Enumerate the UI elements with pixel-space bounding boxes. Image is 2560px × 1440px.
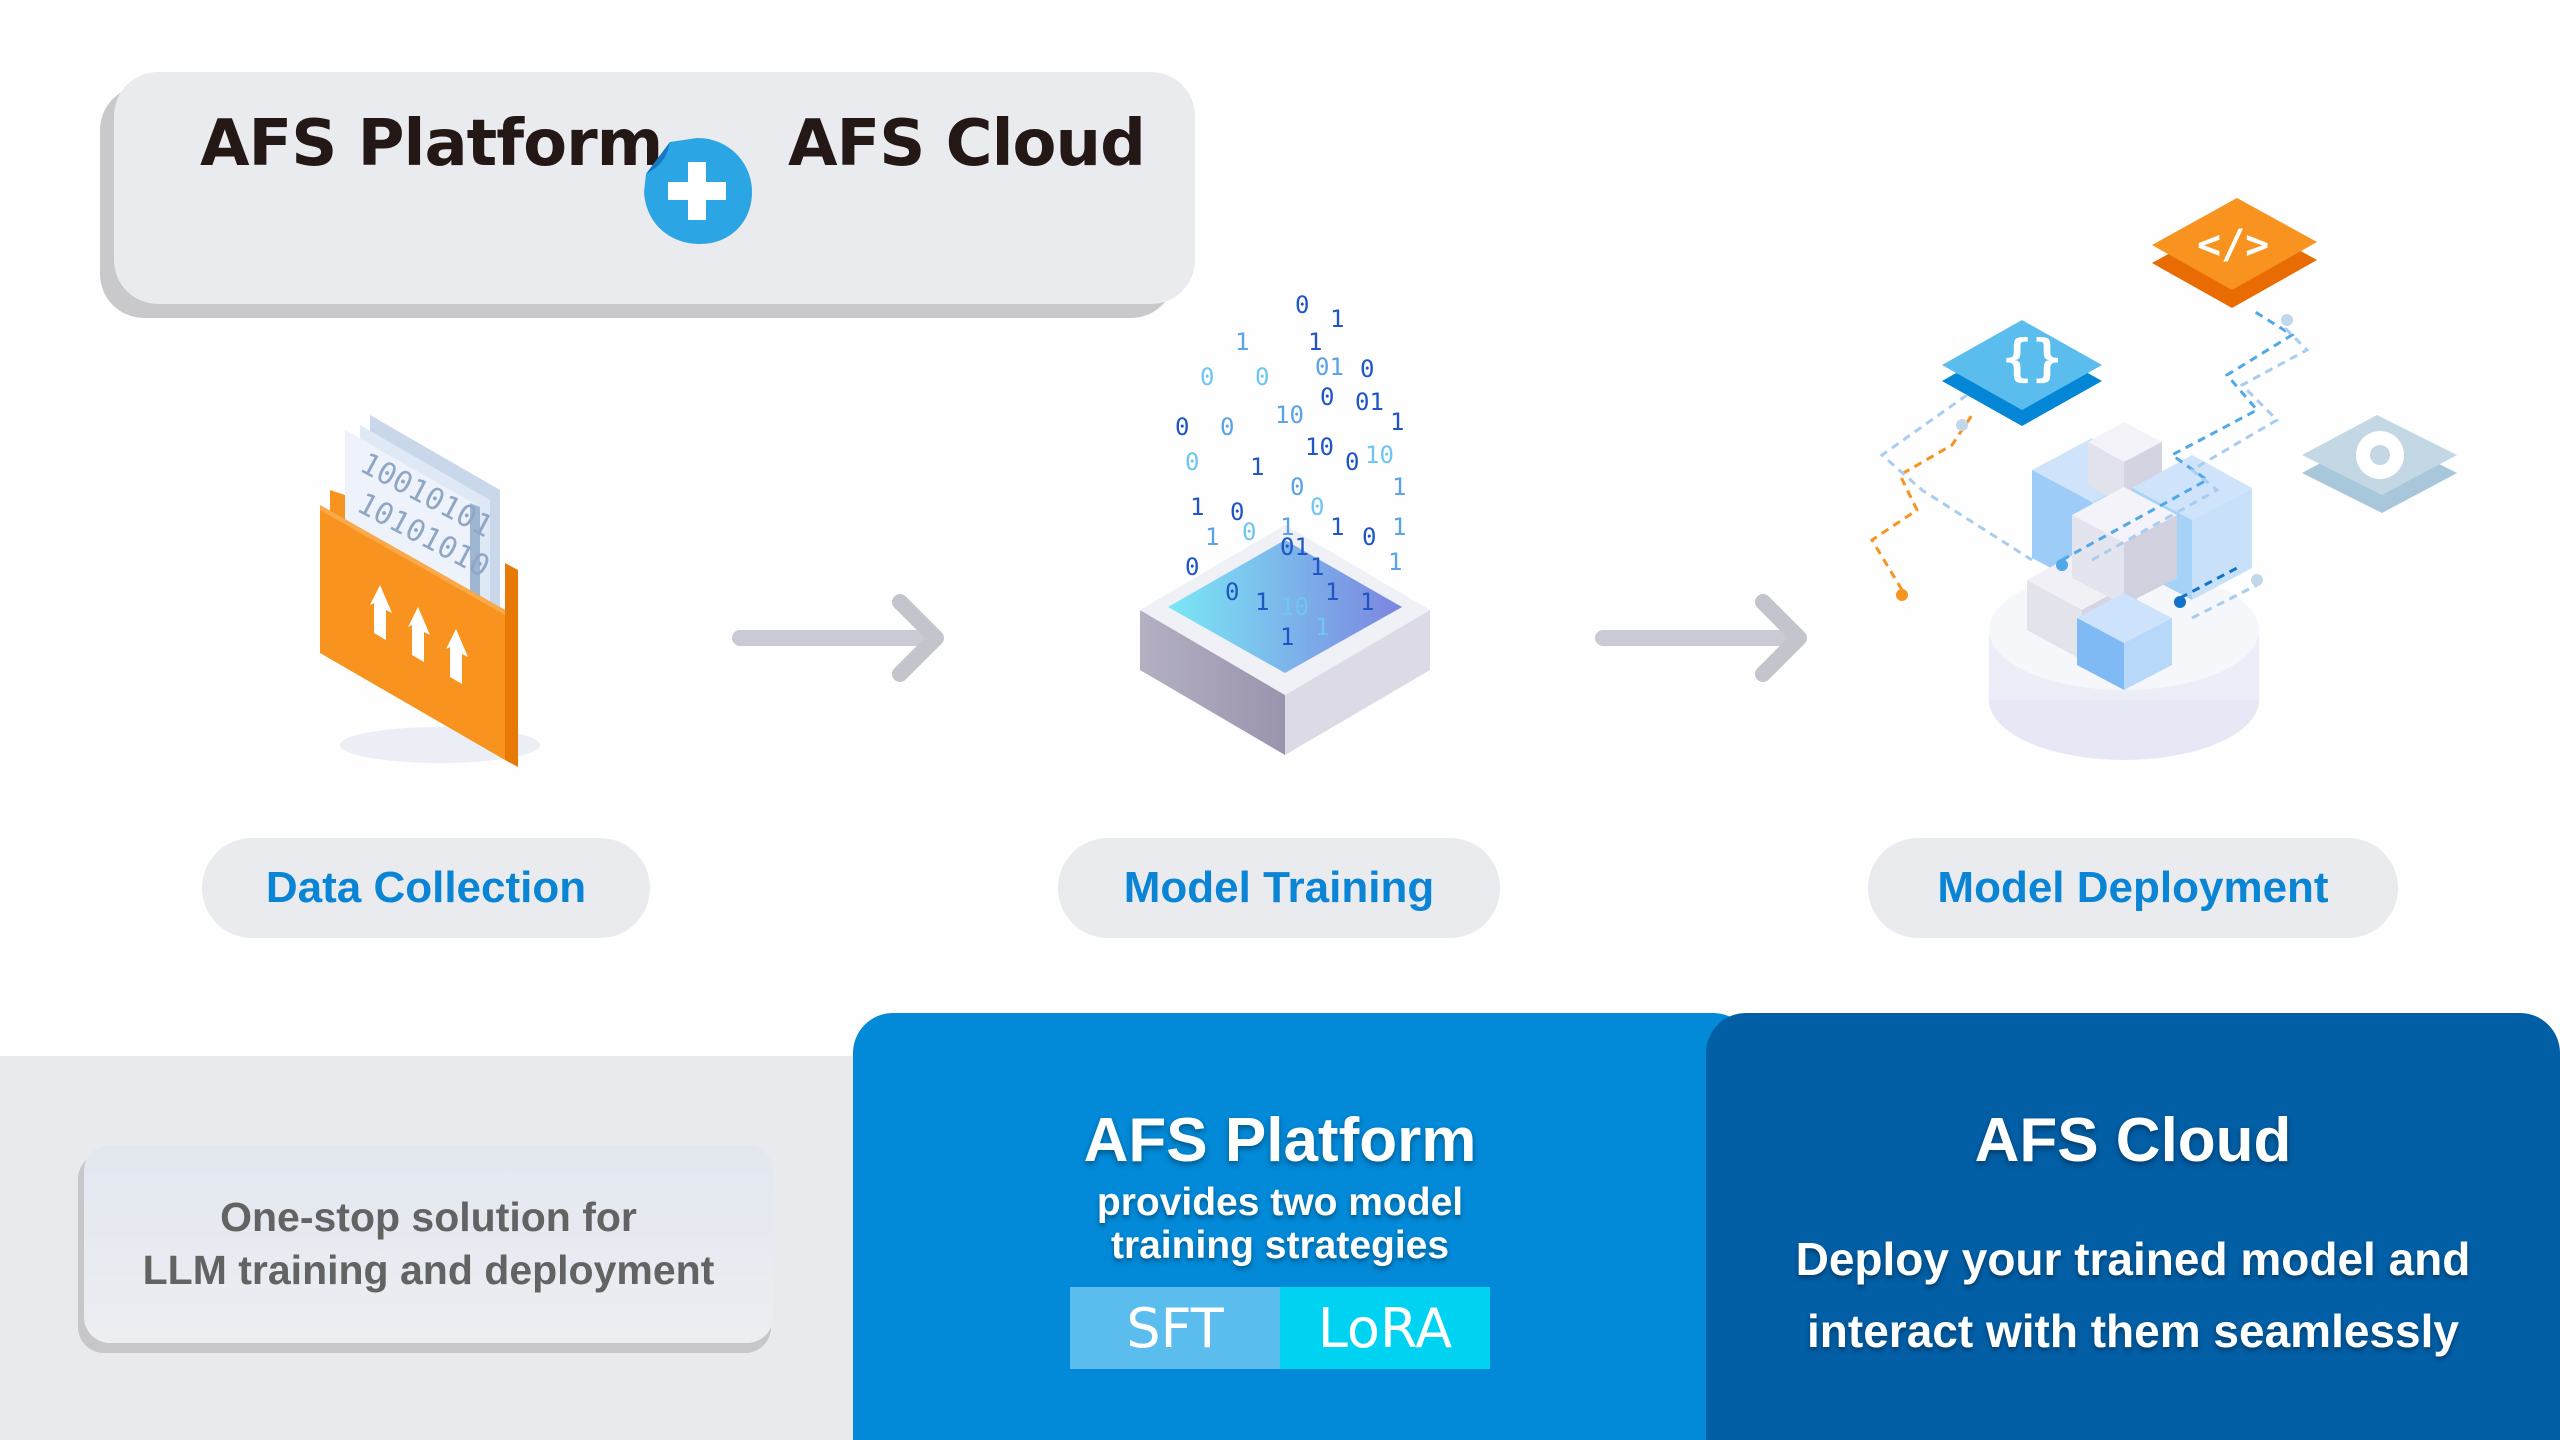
code-brackets-icon: </> — [2152, 198, 2317, 308]
summary-line-2: LLM training and deployment — [142, 1247, 715, 1293]
arrow-right-icon — [1595, 594, 1807, 682]
svg-text:10: 10 — [1365, 441, 1394, 469]
svg-text:1: 1 — [1235, 328, 1249, 356]
svg-text:1: 1 — [1392, 513, 1406, 541]
svg-text:1: 1 — [1315, 613, 1329, 641]
svg-text:1: 1 — [1325, 578, 1339, 606]
svg-text:1: 1 — [1250, 453, 1264, 481]
svg-text:1: 1 — [1205, 523, 1219, 551]
cloud-panel-subtitle: Deploy your trained model and interact w… — [1706, 1223, 2560, 1367]
svg-text:0: 0 — [1175, 413, 1189, 441]
plus-icon — [644, 138, 752, 244]
svg-text:1: 1 — [1190, 493, 1204, 521]
platform-panel-title: AFS Platform — [1083, 1106, 1477, 1175]
svg-text:0: 0 — [1362, 523, 1376, 551]
svg-text:0: 0 — [1255, 363, 1269, 391]
svg-text:0: 0 — [1200, 363, 1214, 391]
step-label-model-training: Model Training — [1058, 838, 1500, 938]
summary-card: One-stop solution for LLM training and d… — [78, 1145, 773, 1353]
svg-text:01: 01 — [1315, 353, 1344, 381]
svg-text:10: 10 — [1280, 593, 1309, 621]
curly-braces-icon: {} — [1942, 320, 2102, 426]
svg-text:01: 01 — [1280, 533, 1309, 561]
svg-text:0: 0 — [1360, 355, 1374, 383]
training-strategies: SFT LoRA — [1070, 1287, 1490, 1369]
platform-subtitle-line-1: provides two model — [1096, 1181, 1464, 1224]
svg-text:1: 1 — [1280, 623, 1294, 651]
platform-subtitle-line-2: training strategies — [1110, 1224, 1450, 1267]
svg-text:1: 1 — [1255, 588, 1269, 616]
svg-text:1: 1 — [1330, 513, 1344, 541]
cloud-panel: AFS Cloud Deploy your trained model and … — [1706, 1013, 2560, 1440]
arrow-right-icon — [732, 594, 944, 682]
svg-text:{}: {} — [2002, 329, 2062, 387]
svg-text:0: 0 — [1345, 448, 1359, 476]
svg-text:0: 0 — [1320, 383, 1334, 411]
svg-text:1: 1 — [1392, 473, 1406, 501]
svg-text:1: 1 — [1360, 588, 1374, 616]
svg-text:0: 0 — [1290, 473, 1304, 501]
deployment-cubes-icon: {} </> — [1869, 198, 2457, 760]
svg-text:0: 0 — [1220, 413, 1234, 441]
platform-panel-subtitle: provides two model training strategies — [853, 1181, 1707, 1267]
cloud-subtitle-line-2: interact with them seamlessly — [1807, 1305, 2459, 1357]
svg-text:0: 0 — [1242, 518, 1256, 546]
svg-text:0: 0 — [1295, 295, 1309, 319]
svg-text:0: 0 — [1185, 448, 1199, 476]
svg-text:0: 0 — [1230, 498, 1244, 526]
step-label-data-collection: Data Collection — [202, 838, 650, 938]
folder-upload-icon: 10010101 10101010 — [320, 415, 540, 767]
cloud-subtitle-line-1: Deploy your trained model and — [1795, 1233, 2471, 1285]
title-cloud: AFS Cloud — [788, 107, 1146, 181]
svg-text:01: 01 — [1355, 388, 1384, 416]
step-label-model-deployment: Model Deployment — [1868, 838, 2398, 938]
svg-text:1: 1 — [1280, 513, 1294, 541]
svg-text:10: 10 — [1275, 401, 1304, 429]
svg-text:0: 0 — [1185, 553, 1199, 581]
svg-text:1: 1 — [1388, 548, 1402, 576]
summary-line-1: One-stop solution for — [220, 1194, 637, 1240]
svg-text:1: 1 — [1330, 305, 1344, 333]
svg-text:0: 0 — [1310, 493, 1324, 521]
platform-panel: AFS Platform provides two model training… — [853, 1013, 1753, 1440]
svg-text:1: 1 — [1390, 408, 1404, 436]
svg-text:1: 1 — [1310, 553, 1324, 581]
strategy-sft: SFT — [1070, 1287, 1280, 1369]
cloud-panel-title: AFS Cloud — [1974, 1106, 2292, 1175]
svg-text:10: 10 — [1305, 433, 1334, 461]
gear-icon — [2302, 415, 2457, 513]
svg-text:1: 1 — [1308, 328, 1322, 356]
title-platform: AFS Platform — [200, 107, 663, 181]
svg-text:</>: </> — [2197, 222, 2269, 268]
strategy-lora: LoRA — [1280, 1287, 1490, 1369]
summary-card-face: One-stop solution for LLM training and d… — [84, 1145, 773, 1343]
svg-text:0: 0 — [1225, 578, 1239, 606]
